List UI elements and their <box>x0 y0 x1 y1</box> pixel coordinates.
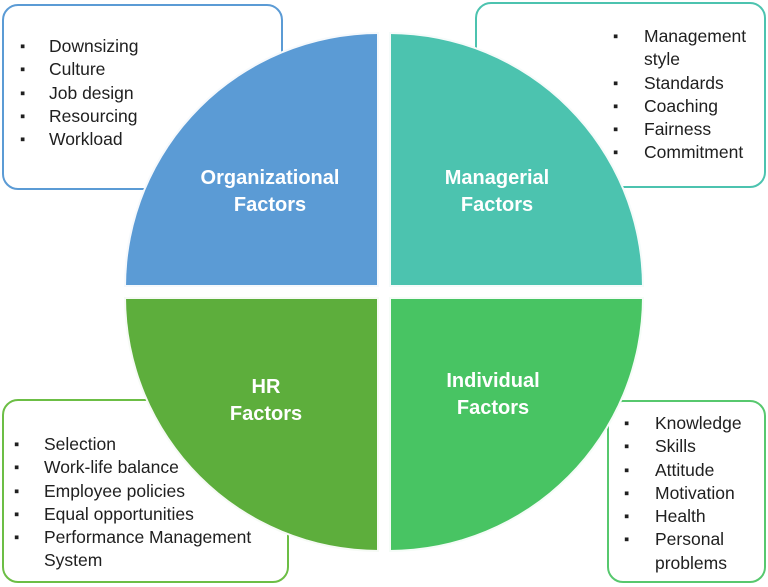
list-item-label: Workload <box>49 129 123 150</box>
bullet-icon: ▪ <box>14 482 20 500</box>
bullet-icon: ▪ <box>20 38 26 55</box>
bullet-icon: ▪ <box>14 505 20 523</box>
list-item: ▪ Selection <box>14 433 282 456</box>
list-item-label: Commitment <box>644 142 744 163</box>
list-item-label: Management style <box>644 26 747 70</box>
list-item-label: Culture <box>49 59 106 80</box>
bullet-icon: ▪ <box>624 438 630 456</box>
list-item-label: Skills <box>655 436 696 457</box>
list-item: ▪ Health <box>624 505 764 528</box>
list-item: ▪ Performance Management System <box>14 526 282 573</box>
quadrant-title-hr: HR Factors <box>230 374 302 428</box>
list-item: ▪ Culture <box>20 58 270 81</box>
bullet-icon: ▪ <box>624 531 630 549</box>
list-item: ▪ Resourcing <box>20 105 270 128</box>
bullet-icon: ▪ <box>20 131 26 149</box>
four-quadrant-circle: Organizational Factors Managerial Factor… <box>124 32 644 552</box>
list-item: ▪ Knowledge <box>624 412 764 435</box>
list-item-label: Fairness <box>644 119 712 140</box>
list-item-label: Selection <box>44 434 116 454</box>
quadrant-individual: Individual Factors <box>389 297 644 552</box>
quadrant-managerial: Managerial Factors <box>389 32 644 287</box>
list-item: ▪ Fairness <box>613 118 760 141</box>
list-item-label: Resourcing <box>49 105 138 126</box>
list-item: ▪ Commitment <box>613 141 760 164</box>
list-item-label: Knowledge <box>655 413 742 433</box>
individual-factors-list: ▪ Knowledge ▪ Skills ▪ Attitude ▪ Motivation… <box>624 412 764 575</box>
bullet-icon: ▪ <box>613 144 619 162</box>
bullet-icon: ▪ <box>624 461 630 479</box>
list-item-label: Attitude <box>655 459 715 480</box>
list-item-label: Job design <box>49 82 134 103</box>
bullet-icon: ▪ <box>14 436 20 453</box>
organizational-factors-list: ▪ Downsizing ▪ Culture ▪ Job design ▪ Resour… <box>20 35 270 151</box>
list-item-label: Personal problems <box>655 529 727 573</box>
list-item: ▪ Job design <box>20 82 270 105</box>
bullet-icon: ▪ <box>624 484 630 502</box>
hr-factors-list: ▪ Selection ▪ Work-life balance ▪ Employee … <box>14 433 282 573</box>
bullet-icon: ▪ <box>624 508 630 526</box>
bullet-icon: ▪ <box>624 415 630 432</box>
list-item-label: Downsizing <box>49 36 139 56</box>
quadrant-organizational: Organizational Factors <box>124 32 379 287</box>
list-item: ▪ Skills <box>624 435 764 458</box>
bullet-icon: ▪ <box>613 74 619 92</box>
title-line: Managerial <box>444 167 550 189</box>
bullet-icon: ▪ <box>14 459 20 477</box>
list-item: ▪ Personal problems <box>624 528 764 575</box>
bullet-icon: ▪ <box>613 97 619 115</box>
list-item-label: Performance Management System <box>44 527 252 571</box>
list-item-label: Health <box>655 506 706 527</box>
list-item-label: Equal opportunities <box>44 503 194 524</box>
bullet-icon: ▪ <box>20 61 26 79</box>
list-item-label: Standards <box>644 72 724 93</box>
bullet-icon: ▪ <box>14 529 20 547</box>
title-line: Individual <box>446 370 540 392</box>
list-item: ▪ Attitude <box>624 459 764 482</box>
list-item-label: Motivation <box>655 482 735 503</box>
quadrant-title-managerial: Managerial Factors <box>445 165 549 219</box>
title-line: Organizational <box>200 167 340 189</box>
list-item-label: Employee policies <box>44 480 186 501</box>
list-item-label: Work-life balance <box>44 457 179 478</box>
bullet-icon: ▪ <box>613 28 619 45</box>
title-line: Factors <box>460 194 534 216</box>
list-item: ▪ Workload <box>20 128 270 151</box>
list-item: ▪ Standards <box>613 72 760 95</box>
list-item: ▪ Work-life balance <box>14 456 282 479</box>
title-line: Factors <box>229 403 303 425</box>
quadrant-hr: HR Factors <box>124 297 379 552</box>
managerial-factors-list: ▪ Management style ▪ Standards ▪ Coaching ▪… <box>613 25 760 165</box>
list-item: ▪ Coaching <box>613 95 760 118</box>
list-item: ▪ Employee policies <box>14 480 282 503</box>
callout-box-individual: ▪ Knowledge ▪ Skills ▪ Attitude ▪ Motivation… <box>607 400 766 583</box>
list-item: ▪ Management style <box>613 25 760 72</box>
bullet-icon: ▪ <box>20 84 26 102</box>
bullet-icon: ▪ <box>613 121 619 139</box>
list-item: ▪ Equal opportunities <box>14 503 282 526</box>
title-line: Factors <box>233 194 307 216</box>
title-line: Factors <box>456 397 530 419</box>
list-item: ▪ Motivation <box>624 482 764 505</box>
quadrant-title-organizational: Organizational Factors <box>201 165 340 219</box>
bullet-icon: ▪ <box>20 107 26 125</box>
list-item-label: Coaching <box>644 95 718 116</box>
title-line: HR <box>251 376 281 398</box>
quadrant-title-individual: Individual Factors <box>446 368 539 422</box>
list-item: ▪ Downsizing <box>20 35 270 58</box>
